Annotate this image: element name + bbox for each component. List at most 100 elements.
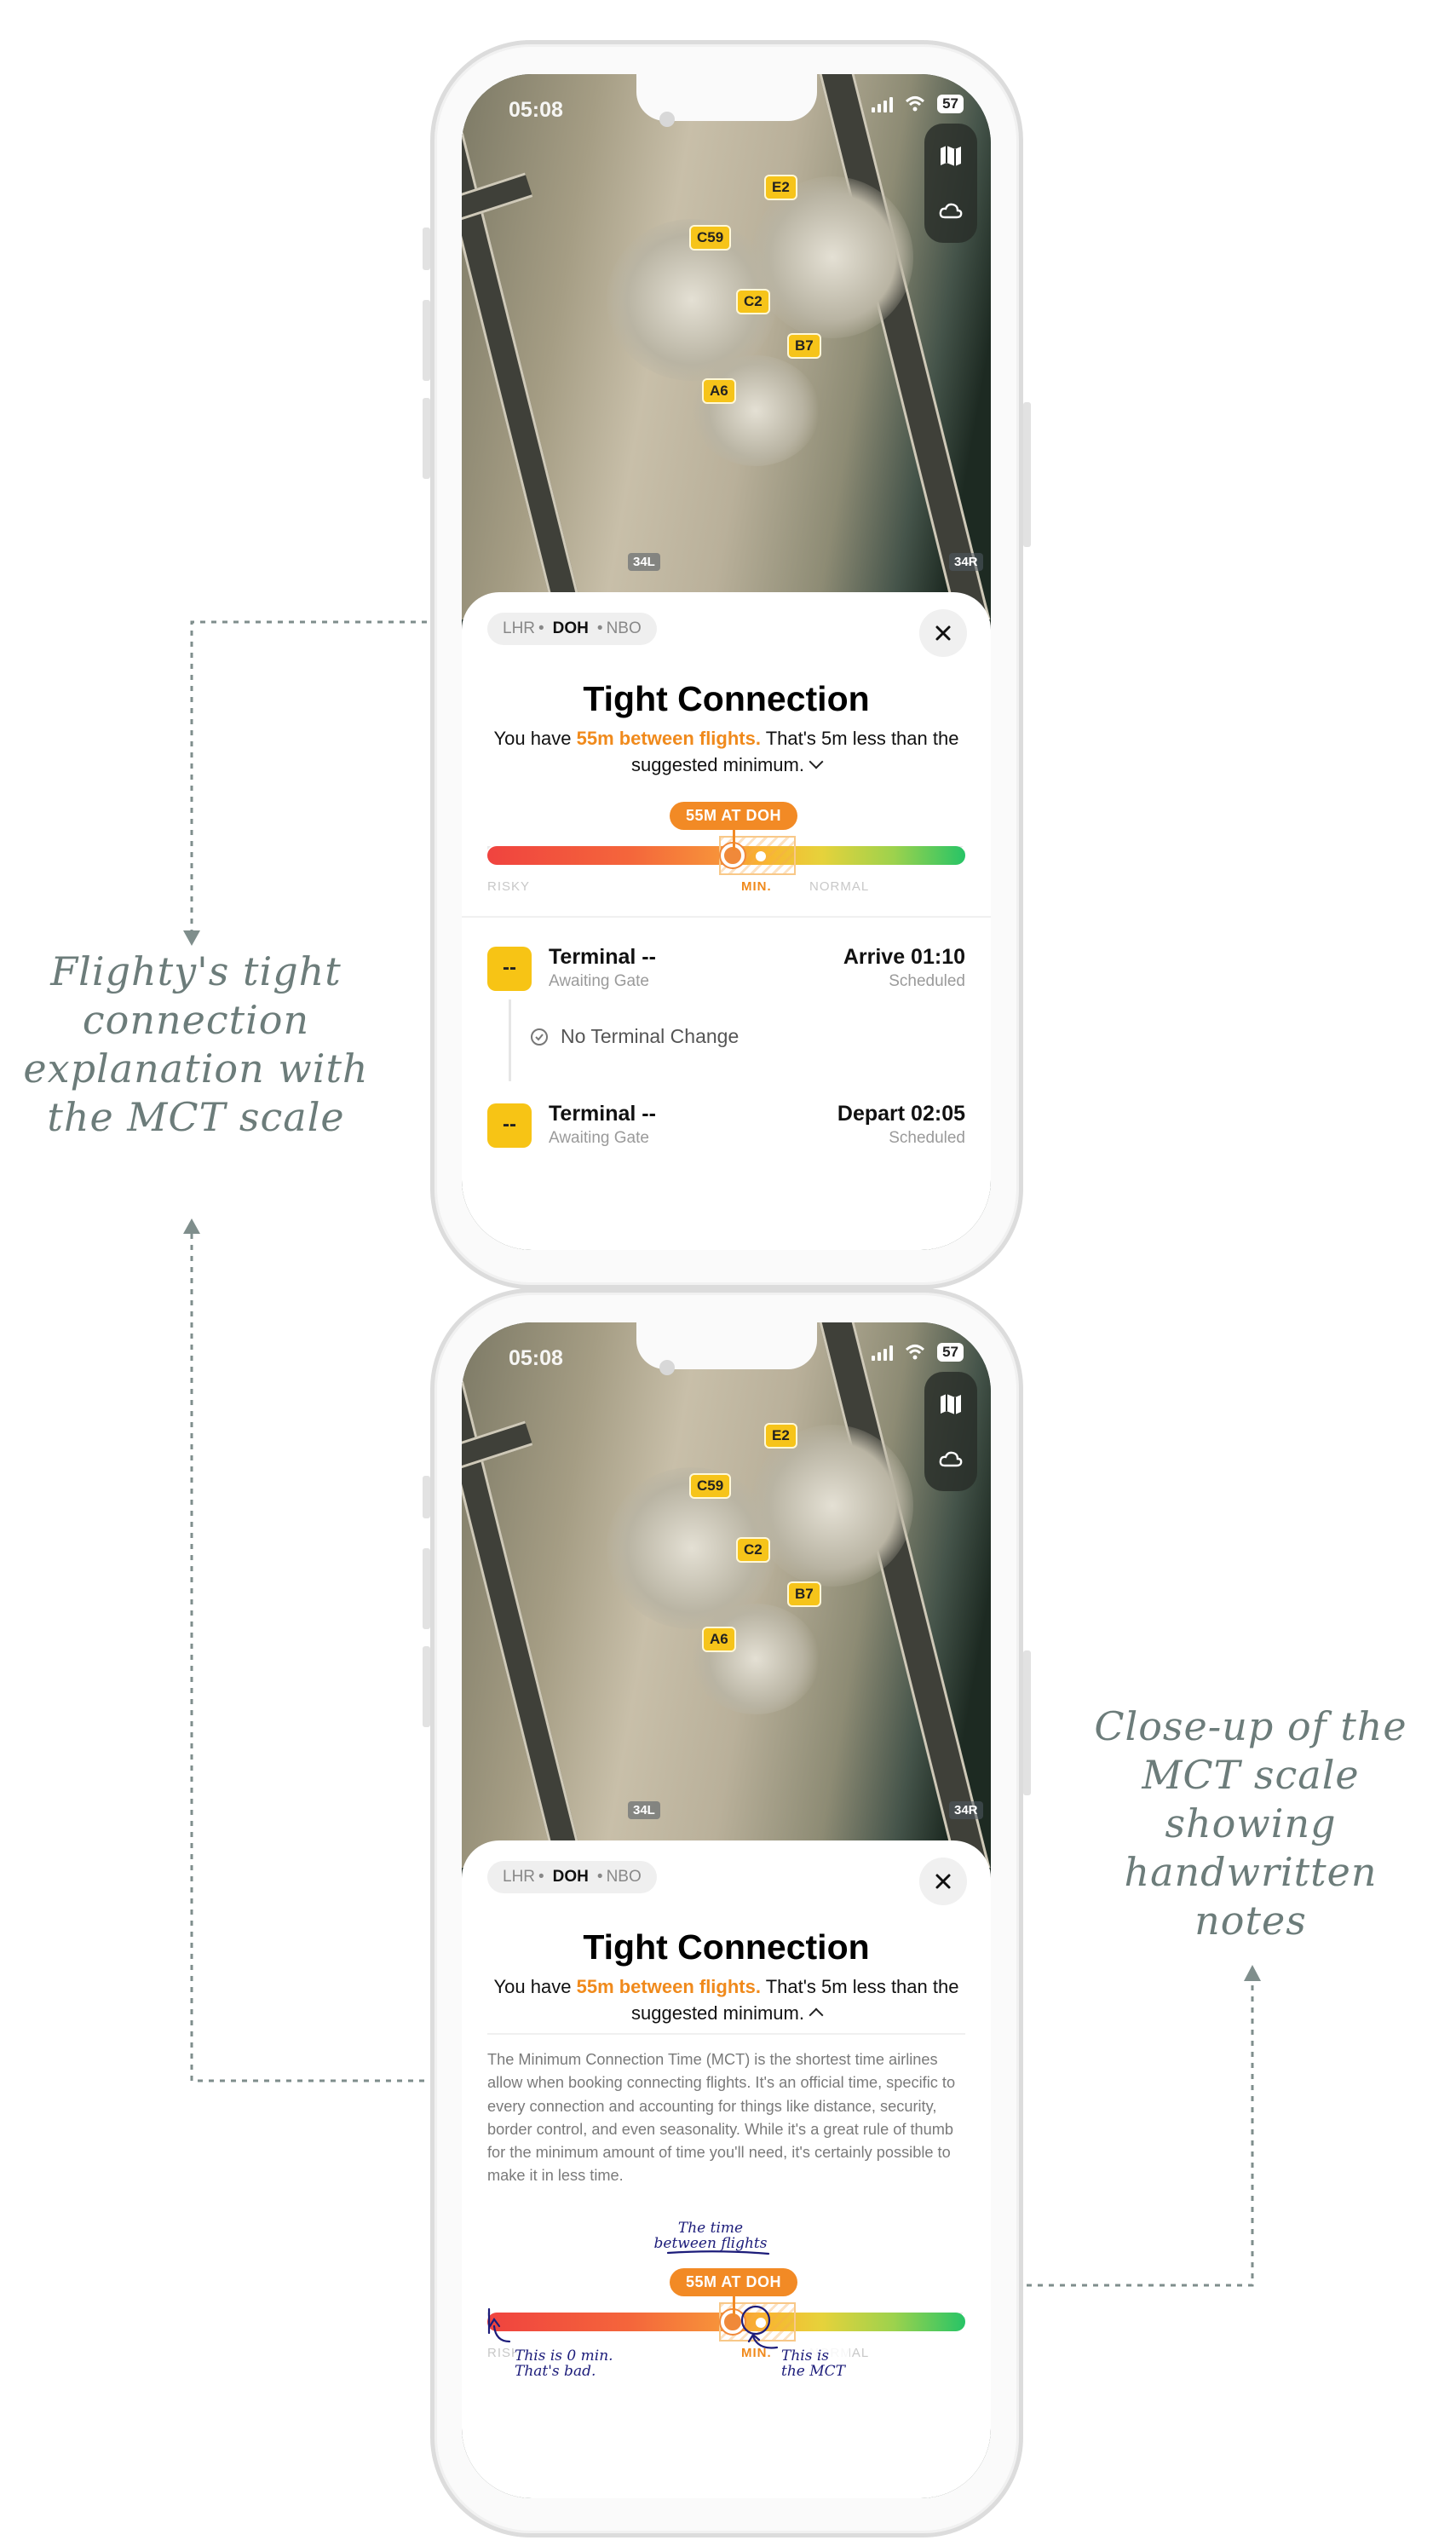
signal-icon [872, 1344, 894, 1361]
left-annotation: Flighty's tight connection explanation w… [23, 948, 369, 1140]
scale-mct-marker [756, 2318, 766, 2328]
map-controls [924, 1372, 977, 1491]
departure-gate-badge: -- [487, 1103, 532, 1148]
sheet-title: Tight Connection [583, 679, 870, 718]
connection-summary[interactable]: You have 55m between flights. That's 5m … [487, 1973, 965, 2026]
satellite-map[interactable]: E2 C59 C2 B7 A6 34L 34R 05:08 57 [462, 1322, 991, 1868]
handwritten-marks [487, 2250, 779, 2349]
route-separator: • [596, 1868, 603, 1886]
route-separator: • [596, 619, 603, 637]
section-divider [462, 916, 991, 918]
chevron-up-icon[interactable] [809, 2007, 824, 2023]
map-icon[interactable] [937, 1391, 964, 1418]
gate-pin-c2[interactable]: C2 [736, 289, 770, 314]
note-mct: This is the MCT [781, 2348, 849, 2379]
wifi-icon [906, 1345, 925, 1360]
map-icon[interactable] [937, 142, 964, 170]
status-time: 05:08 [509, 1346, 563, 1370]
gate-pin-b7[interactable]: B7 [787, 333, 821, 359]
battery-icon: 57 [937, 95, 964, 113]
departure-status: Scheduled [889, 1129, 965, 1147]
status-icons: 57 [872, 1343, 964, 1362]
runway-label: 34L [628, 553, 660, 571]
terminal-change-status: No Terminal Change [530, 1025, 739, 1048]
gate-pin-a6[interactable]: A6 [702, 378, 736, 404]
status-time: 05:08 [509, 98, 563, 122]
right-annotation: Close-up of the MCT scale showing handwr… [1094, 1703, 1407, 1944]
departure-row[interactable]: -- Terminal -- Awaiting Gate Depart 02:0… [487, 1098, 965, 1158]
departure-terminal: Terminal -- [549, 1102, 656, 1126]
phone-screen: E2 C59 C2 B7 A6 34L 34R 05:08 57 LHR [462, 1322, 991, 2498]
route-breadcrumb: LHR • DOH • NBO [487, 613, 657, 645]
weather-cloud-icon[interactable] [937, 1445, 964, 1472]
summary-suffix: That's 5m less than the suggested minimu… [631, 728, 959, 775]
phone-frame-collapsed: E2 C59 C2 B7 A6 34L 34R 05:08 57 LHR [423, 40, 1031, 1289]
chevron-down-icon[interactable] [809, 754, 824, 769]
departure-gate-status: Awaiting Gate [549, 1129, 649, 1147]
departure-time: Depart 02:05 [837, 1102, 965, 1126]
satellite-map[interactable]: E2 C59 C2 B7 A6 34L 34R 05:08 57 [462, 74, 991, 619]
connection-sheet: LHR • DOH • NBO Tight Connection You hav… [462, 1840, 991, 2498]
gate-pin-c2[interactable]: C2 [736, 1537, 770, 1563]
connection-sheet: LHR • DOH • NBO Tight Connection You hav… [462, 592, 991, 1250]
route-separator: • [538, 1868, 544, 1886]
close-button[interactable] [919, 609, 967, 657]
connection-summary[interactable]: You have 55m between flights. That's 5m … [487, 725, 965, 778]
close-icon [935, 625, 951, 641]
route-origin: LHR [503, 619, 536, 637]
route-separator: • [538, 619, 544, 637]
summary-prefix: You have [493, 728, 577, 749]
scale-label-risky: RISKY [487, 879, 531, 894]
arrival-time: Arrive 01:10 [843, 945, 965, 969]
scale-label-min: MIN. [741, 879, 772, 894]
weather-cloud-icon[interactable] [937, 197, 964, 224]
terminal-connector-line [509, 999, 511, 1081]
phone-screen: E2 C59 C2 B7 A6 34L 34R 05:08 57 LHR [462, 74, 991, 1250]
scale-mct-marker [756, 851, 766, 861]
wifi-icon [906, 96, 925, 112]
gate-pin-e2[interactable]: E2 [764, 175, 797, 200]
gate-pin-c59[interactable]: C59 [689, 1473, 732, 1499]
arrival-status: Scheduled [889, 972, 965, 990]
gate-pin-e2[interactable]: E2 [764, 1423, 797, 1449]
no-terminal-change-label: No Terminal Change [561, 1025, 740, 1047]
runway-label: 34R [949, 1801, 983, 1819]
runway-label: 34L [628, 1801, 660, 1819]
runway-label: 34R [949, 553, 983, 571]
gate-pin-a6[interactable]: A6 [702, 1627, 736, 1652]
route-connection: DOH [552, 1868, 589, 1886]
scale-label-normal: NORMAL [809, 879, 870, 894]
scale-tag: 55M AT DOH [670, 2268, 797, 2296]
gate-pin-c59[interactable]: C59 [689, 225, 732, 251]
mct-scale: 55M AT DOH RISKY MIN. NORMAL [487, 802, 965, 896]
scale-tag-stem [733, 830, 735, 850]
summary-highlight: 55m between flights. [576, 728, 761, 749]
summary-prefix: You have [493, 1976, 577, 1997]
note-time-between-flights: The time between flights [653, 2220, 768, 2252]
status-icons: 57 [872, 95, 964, 113]
scale-label-min: MIN. [741, 2346, 772, 2360]
note-zero-min: This is 0 min. That's bad. [515, 2348, 617, 2379]
arrival-gate-status: Awaiting Gate [549, 972, 649, 990]
scale-tag: 55M AT DOH [670, 802, 797, 830]
map-controls [924, 124, 977, 243]
route-origin: LHR [503, 1868, 536, 1886]
sheet-title: Tight Connection [583, 1927, 870, 1967]
close-button[interactable] [919, 1858, 967, 1905]
section-divider [487, 2033, 965, 2035]
front-camera [659, 112, 675, 127]
arrival-terminal: Terminal -- [549, 945, 656, 969]
route-destination: NBO [606, 619, 642, 637]
phone-frame-expanded: E2 C59 C2 B7 A6 34L 34R 05:08 57 LHR [423, 1288, 1031, 2537]
route-breadcrumb: LHR • DOH • NBO [487, 1861, 657, 1893]
scale-tag-stem [733, 2296, 735, 2317]
route-connection: DOH [552, 619, 589, 637]
arrival-gate-badge: -- [487, 947, 532, 991]
summary-highlight: 55m between flights. [576, 1976, 761, 1997]
check-circle-icon [531, 1028, 548, 1045]
signal-icon [872, 95, 894, 112]
gate-pin-b7[interactable]: B7 [787, 1581, 821, 1607]
close-icon [935, 1874, 951, 1889]
mct-explanation: The Minimum Connection Time (MCT) is the… [487, 2051, 956, 2185]
arrival-row[interactable]: -- Terminal -- Awaiting Gate Arrive 01:1… [487, 942, 965, 1001]
